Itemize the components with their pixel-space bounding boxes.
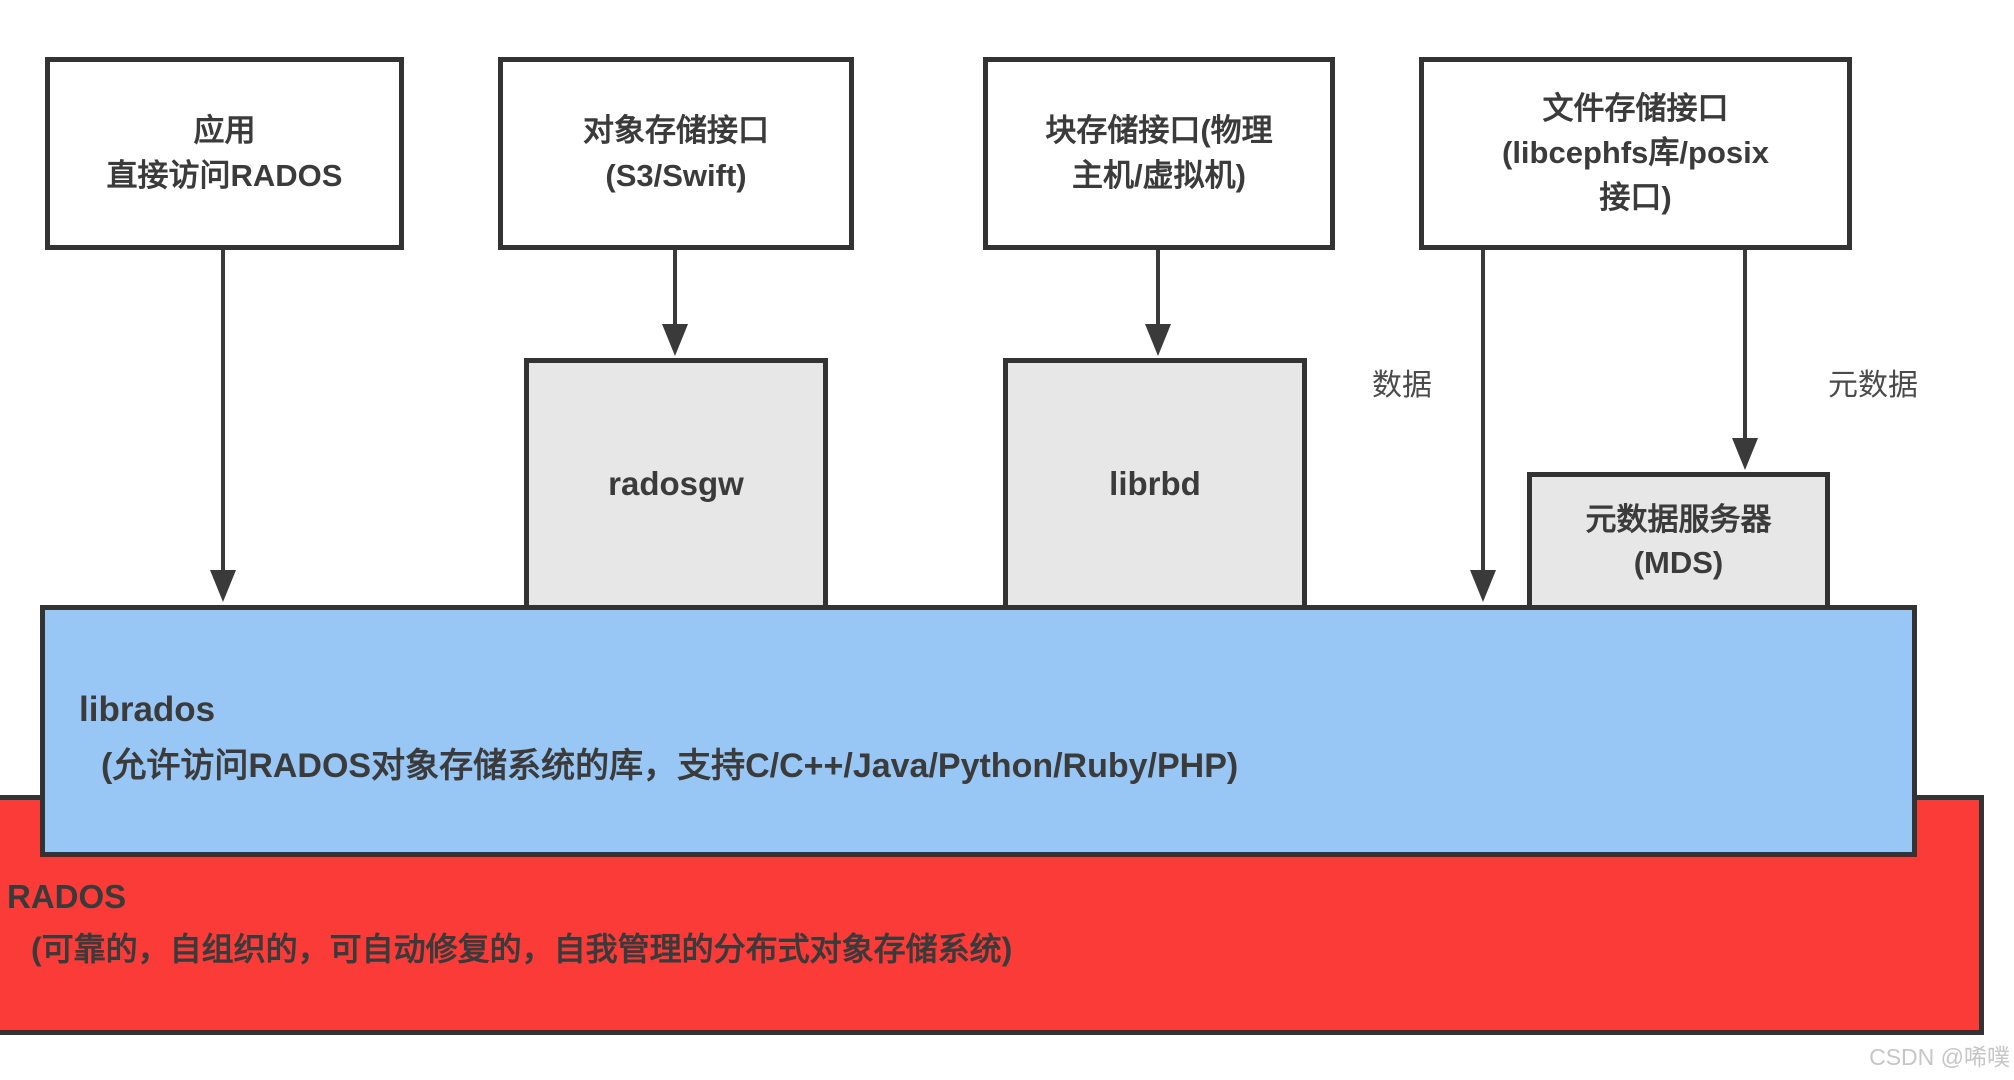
block-storage-line: 块存储接口(物理	[1045, 113, 1273, 149]
app-box-line: 直接访问RADOS	[106, 157, 343, 193]
file-storage-line: 接口)	[1599, 179, 1672, 215]
file-storage-line: (libcephfs库/posix	[1502, 135, 1769, 171]
object-storage-line: 对象存储接口	[583, 113, 769, 149]
arrowhead-down-icon	[662, 324, 688, 356]
csdn-watermark: CSDN @唏噗	[1869, 1044, 2010, 1070]
arrow-shaft	[1156, 250, 1160, 326]
rados-title: RADOS	[7, 878, 127, 915]
file-storage-line: 文件存储接口	[1542, 91, 1729, 127]
mds-box: 元数据服务器 (MDS)	[1527, 472, 1830, 610]
librados-description: (允许访问RADOS对象存储系统的库，支持C/C++/Java/Python/R…	[101, 747, 1239, 785]
file-storage-interface-box: 文件存储接口 (libcephfs库/posix 接口)	[1419, 57, 1852, 250]
librados-title: librados	[79, 690, 216, 729]
arrow-shaft	[221, 250, 225, 572]
arrowhead-down-icon	[1732, 438, 1758, 470]
arrow-shaft	[1481, 250, 1485, 572]
app-box: 应用 直接访问RADOS	[45, 57, 404, 250]
radosgw-label: radosgw	[608, 464, 744, 502]
metadata-flow-label: 元数据	[1828, 369, 1918, 402]
arrow-shaft	[1743, 250, 1747, 440]
mds-label-line: (MDS)	[1633, 545, 1724, 580]
librbd-label: librbd	[1109, 464, 1201, 502]
librados-layer: librados (允许访问RADOS对象存储系统的库，支持C/C++/Java…	[40, 605, 1917, 857]
radosgw-box: radosgw	[524, 358, 828, 610]
app-box-line: 应用	[193, 113, 256, 149]
mds-label-line: 元数据服务器	[1585, 501, 1772, 537]
arrow-shaft	[673, 250, 677, 326]
object-storage-interface-box: 对象存储接口 (S3/Swift)	[498, 57, 854, 250]
arrowhead-down-icon	[1145, 324, 1171, 356]
block-storage-interface-box: 块存储接口(物理 主机/虚拟机)	[983, 57, 1335, 250]
data-flow-label: 数据	[1372, 369, 1432, 402]
block-storage-line: 主机/虚拟机)	[1072, 157, 1246, 193]
arrowhead-down-icon	[210, 570, 236, 602]
rados-description: (可靠的，自组织的，可自动修复的，自我管理的分布式对象存储系统)	[31, 931, 1013, 967]
object-storage-line: (S3/Swift)	[605, 157, 747, 193]
librbd-box: librbd	[1003, 358, 1307, 610]
arrowhead-down-icon	[1470, 570, 1496, 602]
